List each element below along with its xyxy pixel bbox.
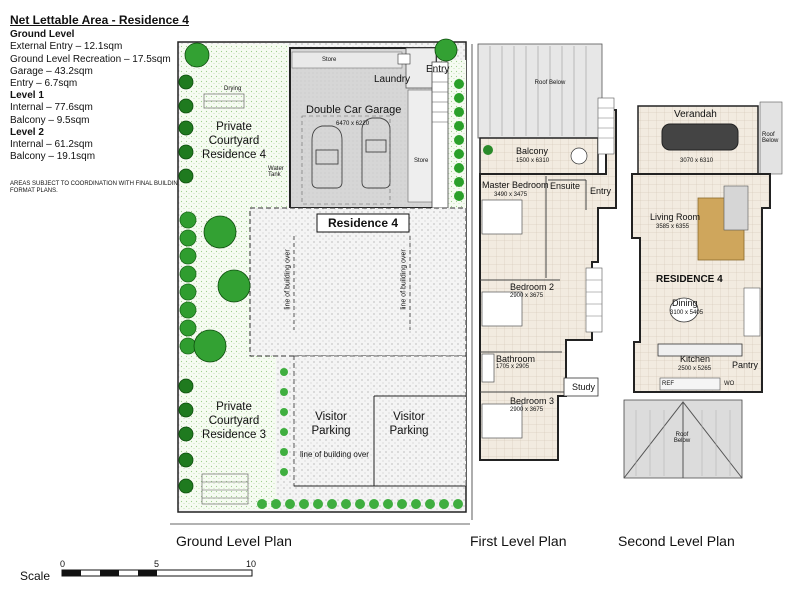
line-over-label: line of building over	[400, 249, 408, 310]
courtyard4-area	[180, 44, 288, 208]
laundry-label: Laundry	[374, 74, 411, 85]
garage-dim: 6470 x 6220	[336, 121, 370, 127]
ref-label: REF	[662, 381, 674, 387]
legend-item: Entry – 6.7sqm	[10, 78, 78, 90]
dining-dim: 3100 x 5405	[670, 310, 704, 316]
scale-tick-10: 10	[246, 559, 257, 569]
bedroom2-dim: 2900 x 3675	[510, 293, 544, 299]
ground-plan-title: Ground Level Plan	[176, 533, 292, 549]
master-bedroom-label: Master Bedroom	[482, 180, 549, 190]
courtyard3-area	[180, 356, 276, 510]
study-label: Study	[572, 382, 596, 392]
line-over-label: line of building over	[300, 450, 369, 459]
scale-label: Scale	[20, 569, 51, 583]
legend-title: Net Lettable Area - Residence 4	[10, 13, 189, 27]
balcony-label: Balcony	[516, 146, 549, 156]
first-plan-title: First Level Plan	[470, 533, 567, 549]
entry-stair	[431, 61, 449, 209]
trees	[184, 38, 458, 363]
scale-tick-5: 5	[154, 559, 160, 569]
verandah-label: Verandah	[674, 109, 717, 120]
visitor-parking-label: Visitor Parking	[389, 411, 429, 437]
residence4-title: RESIDENCE 4	[656, 274, 723, 285]
store-top-label: Store	[322, 57, 337, 63]
legend-item: Garage – 43.2sqm	[10, 65, 93, 77]
hedge-bottom	[257, 368, 463, 509]
hedge-left	[179, 211, 197, 355]
scale-bar	[61, 569, 253, 577]
first-level-drawing	[471, 43, 617, 520]
legend-note: AREAS SUBJECT TO COORDINATION WITH FINAL…	[10, 181, 183, 195]
wo-label: WO	[724, 381, 735, 387]
pantry-label: Pantry	[732, 360, 759, 370]
garage-label: Double Car Garage	[306, 104, 402, 116]
residence4-label: Residence 4	[327, 216, 399, 230]
ensuite-label: Ensuite	[550, 181, 581, 191]
legend-heading-level2: Level 2	[10, 126, 44, 138]
area-legend: Net Lettable Area - Residence 4 Ground L…	[10, 13, 189, 195]
bathroom-label: Bathroom	[496, 354, 536, 364]
shrubs-left	[178, 74, 194, 494]
balcony-dim: 1500 x 6310	[516, 158, 550, 164]
courtyard3-label: Private Courtyard Residence 3	[202, 401, 266, 441]
visitor-parking-label: Visitor Parking	[311, 411, 351, 437]
legend-item: Internal – 77.6sqm	[10, 102, 93, 114]
store-top-box	[291, 51, 403, 69]
legend-heading-level1: Level 1	[10, 90, 44, 102]
residence4-footprint	[249, 207, 467, 357]
kitchen-dim: 2500 x 5265	[678, 366, 712, 372]
scale-tick-0: 0	[60, 559, 66, 569]
hedge-right	[454, 79, 464, 201]
bedroom3-label: Bedroom 3	[510, 396, 555, 406]
drying-label: Drying	[224, 86, 242, 92]
living-room-dim: 3585 x 6355	[656, 224, 690, 230]
bathroom-dim: 1705 x 2905	[496, 364, 530, 370]
verandah-dim: 3070 x 6310	[680, 158, 714, 164]
laundry-box	[405, 47, 437, 89]
master-bedroom-dim: 3490 x 3475	[494, 192, 528, 198]
legend-item: Internal – 61.2sqm	[10, 139, 93, 151]
kitchen-label: Kitchen	[680, 354, 711, 364]
living-room-label: Living Room	[650, 212, 701, 222]
legend-item: Balcony – 19.1sqm	[10, 151, 96, 163]
bedroom3-dim: 2900 x 3675	[510, 407, 544, 413]
roof-below-label: Roof Below	[534, 80, 566, 86]
legend-item: Ground Level Recreation – 17.5sqm	[10, 53, 171, 65]
courtyard4-label: Private Courtyard Residence 4	[202, 121, 266, 161]
roof-below-bottom-label: Roof Below	[673, 432, 691, 444]
legend-heading-ground: Ground Level	[10, 29, 75, 41]
water-tank-label: Water Tank	[268, 166, 284, 178]
legend-item: External Entry – 12.1sqm	[10, 41, 123, 53]
line-over-label: line of building over	[284, 249, 292, 310]
roof-below-side-label: Roof Below	[762, 132, 779, 144]
second-level-drawing	[623, 101, 783, 479]
entry-label-first: Entry	[590, 186, 612, 196]
store-side-label: Store	[414, 158, 429, 164]
legend-item: Balcony – 9.5sqm	[10, 114, 90, 126]
laundry-fixture	[397, 53, 411, 65]
visitor-parking-area	[293, 355, 467, 487]
bedroom2-label: Bedroom 2	[510, 282, 555, 292]
garden-steps	[201, 93, 249, 505]
second-plan-title: Second Level Plan	[618, 533, 735, 549]
entry-label: Entry	[426, 64, 450, 75]
store-side-box	[407, 89, 435, 203]
dining-label: Dining	[672, 298, 698, 308]
